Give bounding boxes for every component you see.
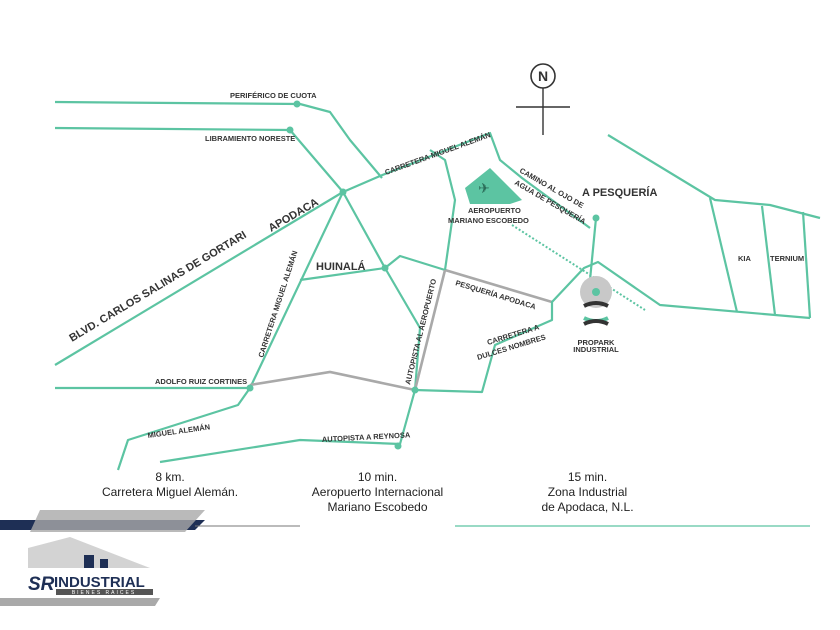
road-libramiento [54, 126, 344, 193]
map-label: KIA [738, 254, 752, 263]
road-reynosa [159, 389, 417, 464]
distance-label-2: de Apodaca, N.L. [541, 500, 634, 514]
sr-industrial-logo: SR INDUSTRIAL BIENES RAICES [28, 537, 153, 596]
map-shape [583, 301, 609, 308]
map-label: INDUSTRIAL [573, 345, 619, 354]
map-label: INDUSTRIAL [54, 574, 145, 591]
map-label: APODACA [267, 196, 321, 234]
road-node [246, 384, 254, 392]
distance-label: Carretera Miguel Alemán. [101, 485, 239, 499]
distance-value: 15 min. [567, 470, 608, 484]
distance-value: 10 min. [357, 470, 398, 484]
road-pesqueria-apodaca [444, 268, 553, 304]
distance-label-2: Mariano Escobedo [327, 500, 428, 514]
road-node [411, 386, 419, 394]
map-shape [0, 598, 160, 606]
distance-airport: 10 min. Aeropuerto Internacional Mariano… [290, 470, 465, 515]
map-label: CARRETERA MIGUEL ALEMÁN [384, 130, 492, 177]
map-label: AEROPUERTO [468, 206, 521, 215]
airport-area [465, 168, 522, 204]
map-label: LIBRAMIENTO NORESTE [205, 134, 295, 143]
map-label: PERIFÉRICO DE CUOTA [230, 91, 317, 100]
road-node [592, 214, 600, 222]
map-label: N [538, 68, 548, 84]
map-label: ADOLFO RUIZ CORTINES [155, 377, 247, 386]
distance-industrial-zone: 15 min. Zona Industrial de Apodaca, N.L. [500, 470, 675, 515]
map-shape [28, 537, 150, 568]
road-huinala [299, 254, 446, 282]
road-node [394, 442, 402, 450]
road-east-north [607, 134, 821, 220]
distance-label: Zona Industrial [547, 485, 628, 499]
road-node [286, 126, 294, 134]
map-label: HUINALÁ [316, 260, 366, 273]
map-shape [100, 559, 108, 568]
road-adolfo-east [414, 260, 811, 394]
road-miguel-aleman-vertical [249, 191, 344, 389]
distance-label: Aeropuerto Internacional [311, 485, 444, 499]
map-label: PROPARK [578, 338, 616, 347]
road-apodaca-huinala [342, 191, 422, 391]
road-node [339, 188, 347, 196]
map-shape [84, 555, 94, 568]
road-ternium-east [801, 211, 812, 319]
road-miguel-aleman-south [116, 387, 251, 471]
map-label: BIENES RAICES [72, 590, 136, 596]
banner-gray [30, 510, 205, 532]
map-label: A PESQUERÍA [582, 186, 657, 199]
map-shape [583, 319, 609, 326]
road-kia-east [760, 205, 777, 316]
map-label: SR [28, 574, 55, 595]
road-blvd-salinas [54, 191, 344, 366]
distance-highway: 8 km. Carretera Miguel Alemán. [80, 470, 260, 500]
road-pesqueria [588, 217, 598, 281]
north-arrow-icon: N [516, 63, 570, 135]
road-autopista-aeropuerto [413, 269, 447, 391]
map-label: BLVD. CARLOS SALINAS DE GORTARI [67, 229, 248, 345]
road-node [381, 264, 389, 272]
map-label: CARRETERA MIGUEL ALEMÁN [256, 249, 299, 358]
distance-value: 8 km. [155, 470, 185, 484]
road-node [592, 288, 600, 296]
road-miguel-aleman-north [342, 131, 591, 229]
road-kia-west [708, 197, 739, 313]
road-periferico [54, 100, 383, 179]
airplane-icon: ✈ [478, 180, 490, 196]
map-label: MARIANO ESCOBEDO [448, 216, 529, 225]
road-node [293, 100, 301, 108]
road-adolfo-gray [249, 370, 416, 392]
map-shape [56, 589, 153, 595]
road-autopista-aeropuerto-green [429, 149, 457, 271]
propark-logo-icon [583, 301, 609, 326]
map-label: TERNIUM [770, 254, 804, 263]
